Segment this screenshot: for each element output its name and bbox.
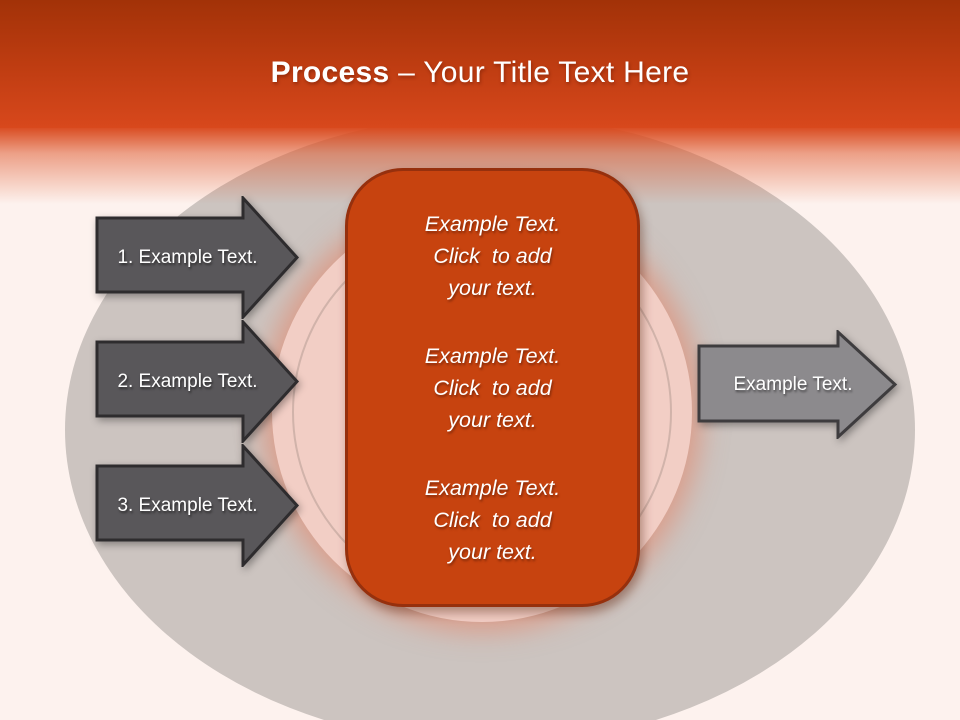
placeholder-line: your text. <box>448 275 537 300</box>
right-arrow-icon <box>95 444 300 567</box>
output-arrow-label: Example Text. <box>733 373 853 395</box>
placeholder-line: your text. <box>448 407 537 432</box>
text-placeholder-3[interactable]: Example Text. Click to add your text. <box>362 472 623 568</box>
right-arrow-icon <box>697 330 898 439</box>
process-arrow-3-label: 3. Example Text. <box>117 494 258 516</box>
placeholder-line: Click to add <box>433 507 552 532</box>
placeholder-line: your text. <box>448 539 537 564</box>
process-arrow-3[interactable]: 3. Example Text. <box>95 444 300 567</box>
right-arrow-icon <box>95 320 300 443</box>
header-band <box>0 0 960 128</box>
placeholder-line: Click to add <box>433 243 552 268</box>
center-text-box[interactable]: Example Text. Click to add your text. Ex… <box>345 168 640 607</box>
placeholder-line: Example Text. <box>424 343 561 368</box>
placeholder-line: Example Text. <box>424 475 561 500</box>
text-placeholder-1[interactable]: Example Text. Click to add your text. <box>362 208 623 304</box>
process-arrow-2-label: 2. Example Text. <box>117 370 258 392</box>
output-arrow[interactable]: Example Text. <box>697 330 898 439</box>
slide-title[interactable]: Process – Your Title Text Here <box>0 56 960 90</box>
placeholder-line: Click to add <box>433 375 552 400</box>
title-subtitle: – Your Title Text Here <box>389 56 690 89</box>
placeholder-line: Example Text. <box>424 211 561 236</box>
right-arrow-icon <box>95 196 300 319</box>
title-keyword: Process <box>270 56 390 89</box>
process-arrow-1[interactable]: 1. Example Text. <box>95 196 300 319</box>
process-arrow-2[interactable]: 2. Example Text. <box>95 320 300 443</box>
process-arrow-1-label: 1. Example Text. <box>117 246 258 268</box>
text-placeholder-2[interactable]: Example Text. Click to add your text. <box>362 340 623 436</box>
